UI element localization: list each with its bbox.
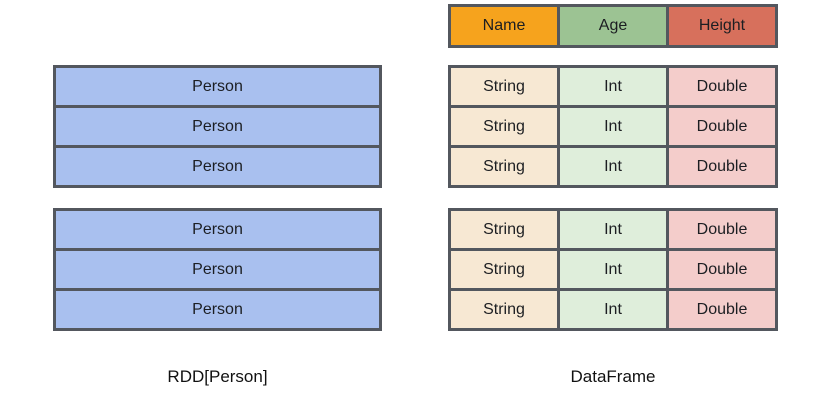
dataframe-cell-height-type: Double <box>669 211 775 248</box>
dataframe-cell-age-type: Int <box>560 148 666 185</box>
dataframe-header-name: Name <box>451 7 557 45</box>
dataframe-cell-name-type: String <box>451 251 557 288</box>
dataframe-caption: DataFrame <box>570 367 656 386</box>
rdd-record: Person <box>56 291 379 328</box>
dataframe-cell-age-type: Int <box>560 251 666 288</box>
dataframe-header-row: Name Age Height <box>448 4 778 48</box>
dataframe-cell-name-type: String <box>451 108 557 145</box>
dataframe-cell-age-type: Int <box>560 68 666 105</box>
dataframe-partition-2: String Int Double String Int Double Stri… <box>448 208 778 331</box>
rdd-record: Person <box>56 108 379 145</box>
dataframe-cell-height-type: Double <box>669 68 775 105</box>
dataframe-row: String Int Double <box>451 148 775 185</box>
dataframe-cell-name-type: String <box>451 68 557 105</box>
rdd-record: Person <box>56 211 379 248</box>
dataframe-cell-height-type: Double <box>669 251 775 288</box>
dataframe-cell-name-type: String <box>451 291 557 328</box>
dataframe-cell-height-type: Double <box>669 291 775 328</box>
rdd-record: Person <box>56 148 379 185</box>
dataframe-cell-name-type: String <box>451 148 557 185</box>
rdd-partition-2: Person Person Person <box>53 208 382 331</box>
rdd-record: Person <box>56 251 379 288</box>
dataframe-cell-age-type: Int <box>560 291 666 328</box>
dataframe-header-cells: Name Age Height <box>451 7 775 45</box>
dataframe-header-height: Height <box>669 7 775 45</box>
rdd-caption: RDD[Person] <box>167 367 268 386</box>
dataframe-row: String Int Double <box>451 291 775 328</box>
dataframe-row: String Int Double <box>451 251 775 288</box>
dataframe-cell-age-type: Int <box>560 211 666 248</box>
dataframe-row: String Int Double <box>451 108 775 145</box>
rdd-partition-1: Person Person Person <box>53 65 382 188</box>
dataframe-cell-height-type: Double <box>669 108 775 145</box>
dataframe-cell-age-type: Int <box>560 108 666 145</box>
dataframe-cell-name-type: String <box>451 211 557 248</box>
dataframe-header-age: Age <box>560 7 666 45</box>
dataframe-row: String Int Double <box>451 211 775 248</box>
dataframe-cell-height-type: Double <box>669 148 775 185</box>
rdd-record: Person <box>56 68 379 105</box>
dataframe-row: String Int Double <box>451 68 775 105</box>
dataframe-partition-1: String Int Double String Int Double Stri… <box>448 65 778 188</box>
